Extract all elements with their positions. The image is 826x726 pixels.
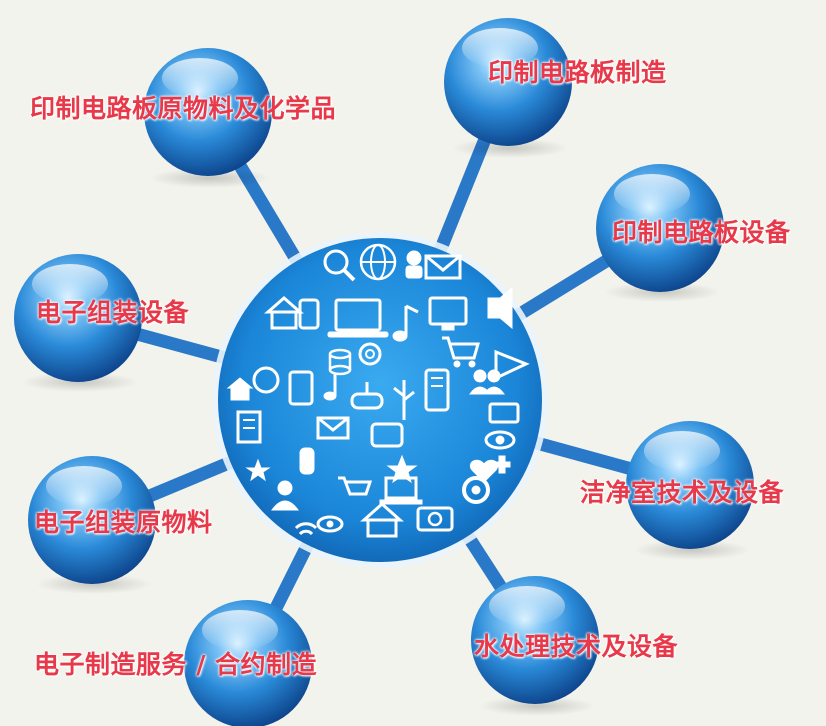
music-note-icon	[392, 304, 419, 342]
star-icon	[386, 454, 418, 484]
label-pcb-materials: 印制电路板原物料及化学品	[30, 94, 337, 123]
tablet-icon	[288, 370, 314, 406]
label-electronic-assembly-materials: 电子组装原物料	[34, 508, 213, 537]
home-icon	[360, 501, 404, 538]
joystick-icon	[350, 382, 384, 410]
label-water-treatment: 水处理技术及设备	[474, 632, 679, 661]
chat-bubble-icon	[252, 366, 280, 394]
label-pcb-equipment: 印制电路板设备	[612, 218, 791, 247]
envelope-icon	[316, 416, 350, 440]
hand-icon	[299, 447, 315, 475]
people-icon	[271, 480, 299, 511]
eye-icon	[484, 430, 516, 450]
node-spheres	[14, 18, 754, 726]
sphere-electronic-assembly-equipment	[14, 254, 142, 392]
speaker-icon	[494, 349, 530, 381]
user-icon	[405, 250, 423, 279]
envelope-icon	[424, 254, 462, 280]
printer-icon	[488, 402, 520, 424]
central-hub	[212, 232, 548, 568]
star-icon	[245, 458, 271, 482]
label-cleanroom: 洁净室技术及设备	[580, 478, 785, 507]
sphere-pcb-equipment	[596, 164, 724, 302]
phone-icon	[298, 298, 320, 330]
at-sign-icon	[358, 342, 382, 366]
home-icon	[264, 296, 304, 330]
music-note-icon	[323, 374, 337, 401]
home-icon	[226, 377, 254, 401]
usb-icon	[393, 380, 415, 420]
wifi-icon	[294, 522, 318, 536]
cart-icon	[442, 336, 480, 368]
eye-icon	[316, 515, 344, 533]
camera-icon	[416, 506, 454, 532]
label-pcb-manufacturing: 印制电路板制造	[488, 58, 667, 87]
sphere-electronic-assembly-materials	[28, 456, 156, 594]
document-icon	[236, 410, 262, 444]
speaker-icon	[487, 286, 513, 330]
gear-icon	[462, 476, 490, 504]
hub-icon-cluster	[226, 243, 530, 538]
database-icon	[328, 348, 352, 376]
cart-icon	[338, 476, 373, 496]
monitor-icon	[428, 296, 468, 331]
phone-icon	[424, 368, 450, 412]
label-ems-contract-manufacturing: 电子制造服务 / 合约制造	[34, 650, 318, 679]
chat-bubble-icon	[370, 422, 404, 448]
globe-icon	[359, 243, 397, 281]
sphere-cleanroom	[626, 421, 754, 560]
sphere-ems-contract-manufacturing	[184, 600, 312, 726]
plus-icon	[493, 455, 511, 474]
search-icon	[323, 249, 356, 282]
people-icon	[469, 369, 505, 395]
hub-sphere	[218, 238, 542, 562]
sphere-pcb-materials	[144, 48, 272, 188]
laptop-icon	[327, 298, 389, 338]
label-electronic-assembly-equipment: 电子组装设备	[36, 298, 190, 327]
sphere-pcb-manufacturing	[444, 18, 572, 158]
laptop-icon	[379, 476, 423, 505]
sphere-water-treatment	[471, 576, 599, 716]
